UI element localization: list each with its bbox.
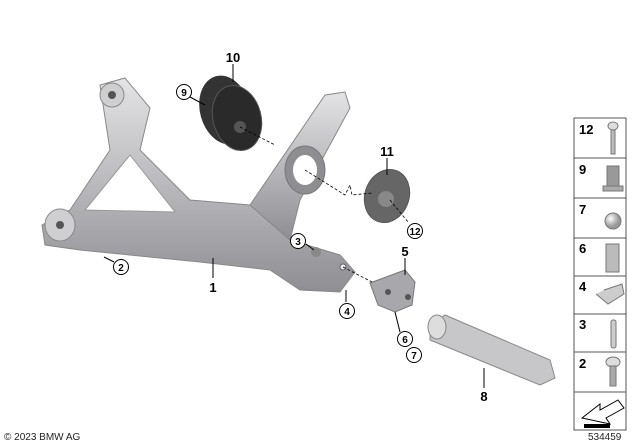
legend-label: 3 xyxy=(579,317,586,332)
callout-11: 11 xyxy=(380,144,394,159)
footrest-bracket xyxy=(41,77,356,293)
callout-3: 3 xyxy=(295,237,301,248)
legend-label: 7 xyxy=(579,202,586,217)
direction-arrow-icon xyxy=(580,399,625,428)
diagram-number: 534459 xyxy=(588,432,622,443)
legend-part-icons xyxy=(595,121,625,387)
callout-9: 9 xyxy=(181,88,187,99)
legend-label: 6 xyxy=(579,241,586,256)
footpeg xyxy=(427,314,556,386)
callout-6: 6 xyxy=(402,335,408,346)
assembly-lines xyxy=(239,126,409,283)
rubber-damper xyxy=(199,75,263,151)
callout-4: 4 xyxy=(344,307,350,318)
callout-5: 5 xyxy=(401,244,408,259)
callout-7: 7 xyxy=(411,351,417,362)
copyright: © 2023 BMW AG xyxy=(4,432,81,443)
callout-1: 1 xyxy=(209,280,216,295)
legend-label: 12 xyxy=(579,122,593,137)
cover-cap xyxy=(363,169,411,223)
callout-2: 2 xyxy=(118,263,124,274)
legend-label: 9 xyxy=(579,162,586,177)
leader-lines xyxy=(103,64,485,388)
callout-10: 10 xyxy=(226,50,240,65)
legend-label: 4 xyxy=(579,279,587,294)
holder-plate xyxy=(369,269,416,313)
legend-label: 2 xyxy=(579,356,586,371)
callout-12: 12 xyxy=(409,227,421,238)
callout-8: 8 xyxy=(480,389,487,404)
parts-legend xyxy=(573,117,627,431)
